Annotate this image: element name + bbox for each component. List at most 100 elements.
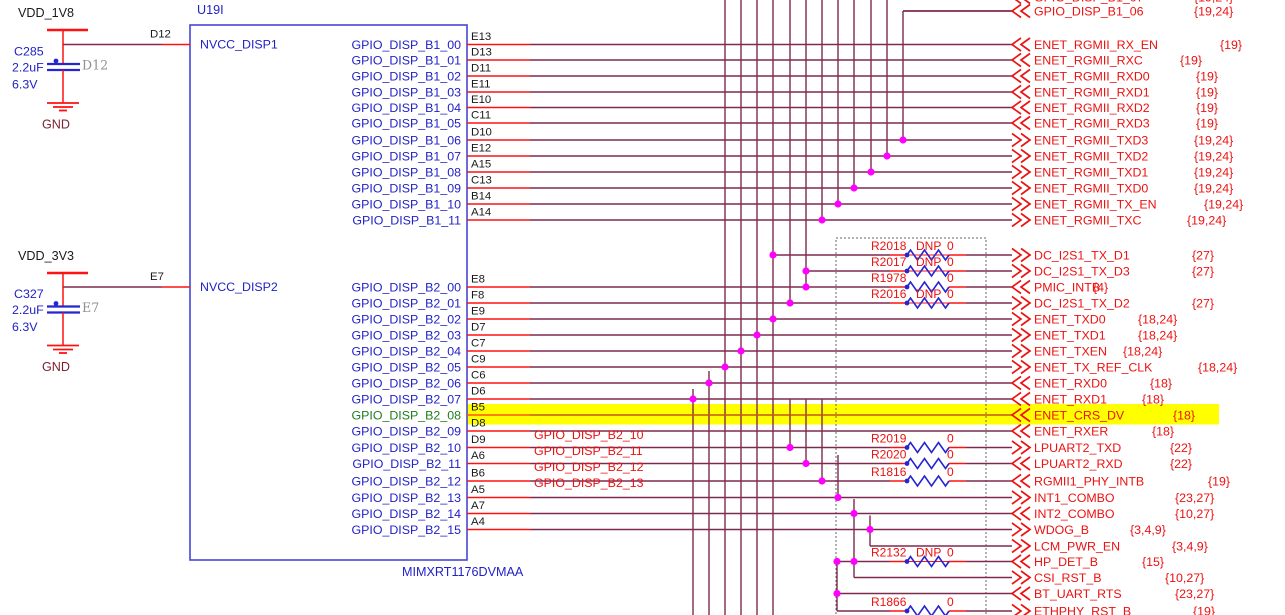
resistor-zigzag[interactable]: [906, 457, 950, 470]
offpage-net-name[interactable]: ENET_RGMII_RXC: [1034, 53, 1143, 67]
offpage-connector-icon[interactable]: [1010, 586, 1022, 601]
offpage-connector-icon[interactable]: [1011, 522, 1023, 537]
offpage-net-name[interactable]: ENET_RGMII_TXD1: [1034, 165, 1148, 179]
offpage-connector-icon[interactable]: [1011, 359, 1023, 375]
offpage-connector-icon[interactable]: [1019, 3, 1031, 19]
offpage-connector-icon[interactable]: [1020, 196, 1032, 212]
offpage-connector-icon[interactable]: [1019, 37, 1031, 52]
offpage-connector-icon[interactable]: [1011, 538, 1023, 554]
offpage-net-name[interactable]: ENET_RGMII_TXD0: [1034, 181, 1148, 195]
offpage-connector-icon[interactable]: [1020, 180, 1032, 196]
offpage-connector-icon[interactable]: [1019, 84, 1031, 100]
offpage-net-name[interactable]: GPIO_DISP_B1_06: [1034, 4, 1144, 18]
offpage-connector-icon[interactable]: [1012, 0, 1022, 5]
offpage-net-name[interactable]: ENET_RGMII_TX_EN: [1034, 197, 1157, 211]
offpage-connector-icon[interactable]: [1020, 490, 1032, 505]
offpage-connector-icon[interactable]: [1010, 456, 1022, 471]
offpage-connector-icon[interactable]: [1011, 311, 1023, 327]
resistor-zigzag[interactable]: [906, 264, 950, 278]
offpage-net-name[interactable]: RGMII1_PHY_INTB: [1034, 474, 1144, 488]
offpage-net-name[interactable]: HP_DET_B: [1034, 555, 1098, 569]
offpage-net-name[interactable]: LCM_PWR_EN: [1034, 539, 1120, 553]
offpage-connector-icon[interactable]: [1011, 132, 1023, 148]
offpage-connector-icon[interactable]: [1020, 327, 1032, 343]
offpage-connector-icon[interactable]: [1019, 473, 1031, 489]
offpage-connector-icon[interactable]: [1020, 359, 1032, 375]
offpage-connector-icon[interactable]: [1020, 538, 1032, 554]
offpage-connector-icon[interactable]: [1020, 440, 1032, 455]
offpage-connector-icon[interactable]: [1020, 522, 1032, 537]
offpage-net-name[interactable]: LPUART2_TXD: [1034, 441, 1121, 455]
offpage-connector-icon[interactable]: [1019, 407, 1031, 423]
offpage-connector-icon[interactable]: [1019, 68, 1031, 84]
offpage-net-name[interactable]: ENET_RXER: [1034, 424, 1108, 438]
offpage-connector-icon[interactable]: [1019, 115, 1031, 131]
offpage-net-name[interactable]: ENET_RGMII_TXD3: [1034, 133, 1148, 147]
offpage-connector-icon[interactable]: [1019, 375, 1031, 391]
offpage-connector-icon[interactable]: [1019, 391, 1031, 407]
offpage-net-name[interactable]: ENET_RGMII_TXC: [1034, 213, 1141, 227]
offpage-net-name[interactable]: WDOG_B: [1034, 523, 1089, 537]
offpage-net-name[interactable]: ENET_RGMII_RXD2: [1034, 101, 1150, 115]
offpage-net-name[interactable]: INT2_COMBO: [1034, 507, 1115, 521]
offpage-connector-icon[interactable]: [1020, 295, 1032, 311]
offpage-connector-icon[interactable]: [1019, 456, 1031, 471]
offpage-connector-icon[interactable]: [1011, 148, 1023, 164]
offpage-net-name[interactable]: ENET_TXEN: [1034, 344, 1107, 358]
offpage-net-name[interactable]: ENET_RGMII_TXD2: [1034, 149, 1148, 163]
offpage-connector-icon[interactable]: [1019, 554, 1031, 569]
offpage-connector-icon[interactable]: [1010, 506, 1022, 521]
offpage-connector-icon[interactable]: [1010, 68, 1022, 84]
offpage-connector-icon[interactable]: [1019, 52, 1031, 68]
resistor-zigzag[interactable]: [906, 474, 950, 488]
offpage-net-name[interactable]: DC_I2S1_TX_D2: [1034, 296, 1130, 310]
offpage-connector-icon[interactable]: [1010, 375, 1022, 391]
offpage-net-name[interactable]: CSI_RST_B: [1034, 571, 1101, 585]
offpage-connector-icon[interactable]: [1011, 343, 1023, 359]
resistor-zigzag[interactable]: [906, 280, 950, 294]
offpage-connector-icon[interactable]: [1010, 391, 1022, 407]
offpage-connector-icon[interactable]: [1011, 247, 1023, 263]
net-highlight-band[interactable]: [322, 404, 1219, 425]
offpage-connector-icon[interactable]: [1020, 343, 1032, 359]
offpage-connector-icon[interactable]: [1011, 570, 1023, 585]
offpage-net-name[interactable]: ENET_RXD1: [1034, 392, 1107, 406]
offpage-connector-icon[interactable]: [1020, 132, 1032, 148]
offpage-net-name[interactable]: ENET_TX_REF_CLK: [1034, 360, 1153, 374]
offpage-net-name[interactable]: DC_I2S1_TX_D1: [1034, 248, 1130, 262]
offpage-connector-icon[interactable]: [1011, 164, 1023, 180]
resistor-zigzag[interactable]: [906, 555, 950, 568]
offpage-net-name[interactable]: INT1_COMBO: [1034, 491, 1115, 505]
offpage-connector-icon[interactable]: [1010, 84, 1022, 100]
offpage-net-name[interactable]: ENET_CRS_DV: [1034, 408, 1125, 422]
offpage-connector-icon[interactable]: [1011, 263, 1023, 279]
offpage-connector-icon[interactable]: [1020, 570, 1032, 585]
offpage-net-name[interactable]: BT_UART_RTS: [1034, 587, 1122, 601]
offpage-net-name[interactable]: ENET_TXD0: [1034, 312, 1106, 326]
offpage-connector-icon[interactable]: [1019, 279, 1031, 295]
offpage-connector-icon[interactable]: [1010, 473, 1022, 489]
offpage-net-name[interactable]: ENET_TXD1: [1034, 328, 1106, 342]
offpage-connector-icon[interactable]: [1011, 327, 1023, 343]
offpage-connector-icon[interactable]: [1011, 180, 1023, 196]
resistor-zigzag[interactable]: [906, 604, 950, 615]
offpage-connector-icon[interactable]: [1010, 52, 1022, 68]
offpage-connector-icon[interactable]: [1010, 3, 1022, 19]
offpage-net-name[interactable]: ENET_RGMII_RX_EN: [1034, 38, 1158, 52]
offpage-connector-icon[interactable]: [1020, 311, 1032, 327]
offpage-connector-icon[interactable]: [1020, 247, 1032, 263]
offpage-net-name[interactable]: PMIC_INTB: [1034, 280, 1100, 294]
offpage-connector-icon[interactable]: [1010, 423, 1022, 439]
offpage-connector-icon[interactable]: [1011, 440, 1023, 455]
offpage-connector-icon[interactable]: [1011, 603, 1023, 615]
offpage-connector-icon[interactable]: [1010, 37, 1022, 52]
offpage-connector-icon[interactable]: [1019, 100, 1031, 115]
offpage-connector-icon[interactable]: [1020, 164, 1032, 180]
offpage-net-name[interactable]: ETHPHY_RST_B: [1034, 604, 1131, 615]
offpage-connector-icon[interactable]: [1010, 554, 1022, 569]
offpage-net-name[interactable]: ENET_RGMII_RXD0: [1034, 69, 1150, 83]
offpage-connector-icon[interactable]: [1020, 263, 1032, 279]
offpage-connector-icon[interactable]: [1010, 115, 1022, 131]
offpage-connector-icon[interactable]: [1020, 148, 1032, 164]
offpage-net-name[interactable]: ENET_RXD0: [1034, 376, 1107, 390]
